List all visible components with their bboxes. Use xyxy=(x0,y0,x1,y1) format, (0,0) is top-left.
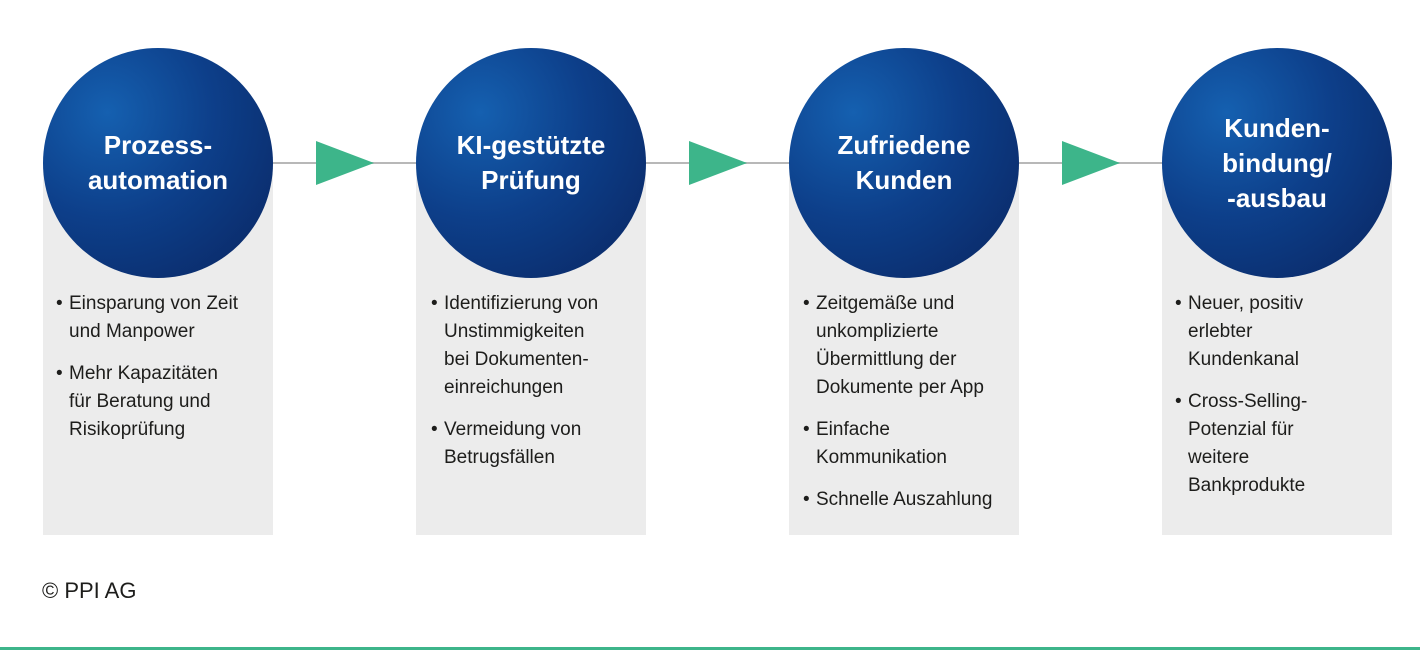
step-bullet-list-4: • Neuer, positiv erlebter Kundenkanal • Cr… xyxy=(1174,290,1374,514)
bullet-text: Einfache Kommunikation xyxy=(816,419,947,468)
arrow-icon xyxy=(1062,141,1120,185)
bullet-dot: • xyxy=(803,419,810,440)
bullet-dot: • xyxy=(56,293,63,314)
bullet-dot: • xyxy=(803,293,810,314)
bullet-dot: • xyxy=(1175,293,1182,314)
step-bullet-list-2: • Identifizierung von Unstimmigkeiten bei… xyxy=(430,290,630,486)
bottom-divider xyxy=(0,647,1420,650)
bullet-text: Mehr Kapazitäten für Beratung und Risiko… xyxy=(69,363,218,440)
step-circle-1: Prozess- automation xyxy=(43,48,273,278)
bullet-text: Zeitgemäße und unkomplizierte Übermittlu… xyxy=(816,293,984,398)
bullet-text: Neuer, positiv erlebter Kundenkanal xyxy=(1188,293,1304,370)
bullet-dot: • xyxy=(803,489,810,510)
step-title: Zufriedene Kunden xyxy=(837,130,971,195)
step-bullet-list-3: • Zeitgemäße und unkomplizierte Übermittl… xyxy=(802,290,1002,528)
bullet-text: Schnelle Auszahlung xyxy=(816,489,993,510)
bullet-item: • Einfache Kommunikation xyxy=(802,416,1002,472)
bullet-dot: • xyxy=(431,293,438,314)
bullet-text: Einsparung von Zeit und Manpower xyxy=(69,293,238,342)
step-title: Prozess- automation xyxy=(87,130,229,195)
bullet-text: Vermeidung von Betrugsfällen xyxy=(444,419,582,468)
bullet-item: • Mehr Kapazitäten für Beratung und Risik… xyxy=(55,360,255,444)
copyright-notice: © PPI AG xyxy=(42,578,137,603)
step-bullet-list-1: • Einsparung von Zeit und Manpower • Mehr … xyxy=(55,290,255,458)
step-circle-2: KI-gestützte Prüfung xyxy=(416,48,646,278)
bullet-item: • Neuer, positiv erlebter Kundenkanal xyxy=(1174,290,1374,374)
bullet-item: • Einsparung von Zeit und Manpower xyxy=(55,290,255,346)
bullet-dot: • xyxy=(56,363,63,384)
bullet-item: • Zeitgemäße und unkomplizierte Übermittl… xyxy=(802,290,1002,402)
step-circle-4: Kunden- bindung/ -ausbau xyxy=(1162,48,1392,278)
bullet-dot: • xyxy=(1175,391,1182,412)
step-circle-3: Zufriedene Kunden xyxy=(789,48,1019,278)
bullet-text: Identifizierung von Unstimmigkeiten bei … xyxy=(444,293,599,398)
bullet-text: Cross-Selling- Potenzial für weitere Ban… xyxy=(1188,391,1308,496)
bullet-item: • Schnelle Auszahlung xyxy=(802,486,1002,514)
bullet-item: • Cross-Selling- Potenzial für weitere Ba… xyxy=(1174,388,1374,500)
step-title: Kunden- bindung/ -ausbau xyxy=(1222,112,1332,213)
arrow-icon xyxy=(316,141,374,185)
step-title: KI-gestützte Prüfung xyxy=(456,130,606,195)
bullet-item: • Identifizierung von Unstimmigkeiten bei… xyxy=(430,290,630,402)
arrow-icon xyxy=(689,141,747,185)
bullet-dot: • xyxy=(431,419,438,440)
bullet-item: • Vermeidung von Betrugsfällen xyxy=(430,416,630,472)
